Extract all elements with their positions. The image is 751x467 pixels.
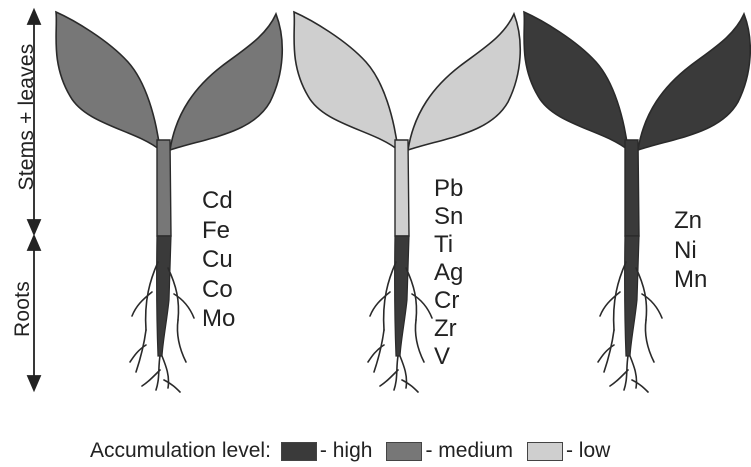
accumulation-legend: Accumulation level: - high - medium - lo… <box>90 438 614 464</box>
element-label: Ti <box>434 231 463 259</box>
element-label: Zr <box>434 315 463 343</box>
legend-label-medium: - medium <box>425 439 513 463</box>
element-label: Mn <box>674 265 707 295</box>
root-branch <box>600 292 620 316</box>
right-leaf <box>170 14 282 150</box>
root-branch <box>132 292 152 316</box>
plant-3-element-list: Zn Ni Mn <box>674 206 707 295</box>
plant-3-seedling <box>524 12 750 392</box>
element-label: Cr <box>434 287 463 315</box>
left-leaf <box>294 12 398 150</box>
root-branch <box>164 380 180 392</box>
right-leaf <box>408 14 520 150</box>
plant-2-element-list: Pb Sn Ti Ag Cr Zr V <box>434 175 463 371</box>
element-label: Sn <box>434 203 463 231</box>
left-leaf <box>524 12 628 150</box>
root-branch <box>400 356 407 388</box>
legend-swatch-high <box>281 442 317 461</box>
plant-2-seedling <box>294 12 520 392</box>
root-branch <box>598 345 614 362</box>
element-label: V <box>434 343 463 371</box>
element-label: Ni <box>674 236 707 266</box>
main-root <box>157 236 171 356</box>
root-branch <box>368 345 384 362</box>
legend-label-low: - low <box>566 439 610 463</box>
stems-leaves-label: Stems + leaves <box>15 37 39 197</box>
root-branch <box>136 330 146 372</box>
plant-1-seedling <box>56 12 282 392</box>
legend-swatch-low <box>527 442 563 461</box>
root-branch <box>162 356 169 388</box>
legend-swatch-medium <box>386 442 422 461</box>
main-root <box>395 236 409 356</box>
root-branch <box>177 320 186 362</box>
element-label: Pb <box>434 175 463 203</box>
element-label: Cd <box>202 186 235 216</box>
element-label: Ag <box>434 259 463 287</box>
root-branch <box>374 330 384 372</box>
roots-label: Roots <box>11 269 35 349</box>
element-label: Fe <box>202 216 235 246</box>
root-branch <box>645 320 654 362</box>
legend-label-high: - high <box>320 439 373 463</box>
legend-title: Accumulation level: <box>90 439 271 463</box>
root-branch <box>415 320 424 362</box>
root-branch <box>370 292 390 316</box>
element-label: Mo <box>202 304 235 334</box>
root-branch <box>630 356 637 388</box>
root-branch <box>402 380 418 392</box>
element-label: Zn <box>674 206 707 236</box>
root-branch <box>130 345 146 362</box>
stem <box>625 140 639 236</box>
main-root <box>625 236 639 356</box>
left-leaf <box>56 12 160 150</box>
stem <box>395 140 409 236</box>
stem <box>157 140 171 236</box>
element-label: Cu <box>202 245 235 275</box>
plant-1-element-list: Cd Fe Cu Co Mo <box>202 186 235 334</box>
root-branch <box>604 330 614 372</box>
root-branch <box>632 380 648 392</box>
right-leaf <box>638 14 750 150</box>
element-label: Co <box>202 275 235 305</box>
